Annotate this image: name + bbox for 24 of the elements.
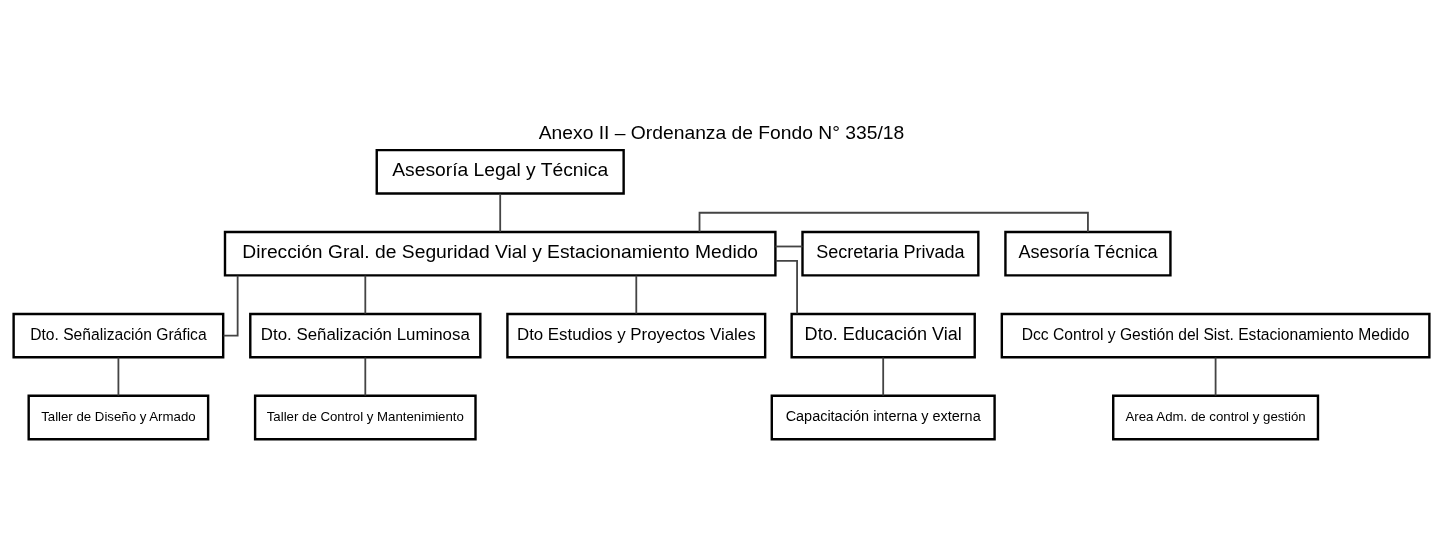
node-box: Dto Estudios y Proyectos Viales [506, 312, 767, 358]
node-box: Asesoría Legal y Técnica [375, 148, 625, 195]
connector [1214, 356, 1217, 396]
node-box: Dto. Señalización Gráfica [12, 312, 225, 358]
node-box: Dto. Educación Vial [790, 312, 976, 358]
connector [882, 356, 885, 396]
connector [117, 356, 120, 396]
connector [364, 274, 367, 314]
diagram-title: Anexo II – Ordenanza de Fondo N° 335/18 [538, 121, 905, 143]
connector [499, 192, 502, 233]
node-box: Dirección Gral. de Seguridad Vial y Estacionamiento Medido [223, 230, 777, 277]
connector [222, 274, 239, 336]
connector [774, 259, 798, 314]
node-box: Taller de Control y Mantenimiento [253, 394, 477, 440]
node-box: Asesoría Técnica [1004, 230, 1172, 277]
connector [364, 356, 367, 396]
node-box: Area Adm. de control y gestión [1112, 394, 1320, 440]
connector [774, 245, 804, 247]
connector [635, 274, 638, 314]
node-box: Capacitación interna y externa [770, 394, 996, 440]
node-box: Secretaria Privada [801, 230, 980, 277]
node-box: Taller de Diseño y Armado [27, 394, 210, 440]
node-box: Dcc Control y Gestión del Sist. Estacionamiento Medido [1000, 312, 1431, 358]
node-box: Dto. Señalización Luminosa [249, 312, 482, 358]
